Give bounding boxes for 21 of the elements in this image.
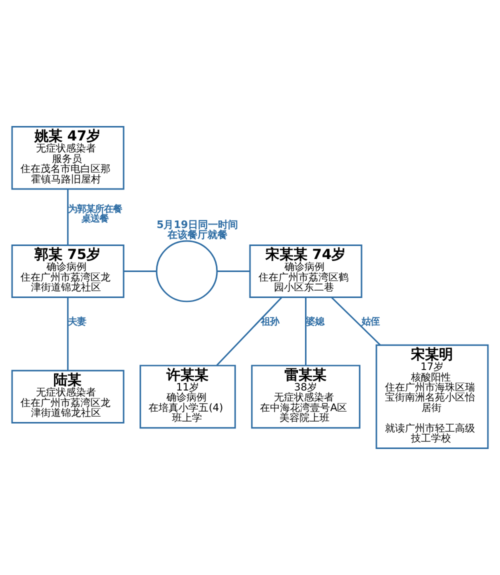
node-box: 姚某 47岁 无症状感染者 服务员 住在茂名市电白区那霍镇马路旧屋村 xyxy=(11,126,124,190)
edge-label: 婆媳 xyxy=(306,316,324,328)
connector xyxy=(217,270,250,272)
edge-label: 姑侄 xyxy=(362,316,380,328)
connector xyxy=(67,189,69,246)
connector xyxy=(67,297,69,370)
connector xyxy=(331,296,381,346)
edge-label: 祖孙 xyxy=(261,316,280,328)
connector xyxy=(216,296,282,366)
node-box: 雷某某 38岁 无症状感染者 在中海花湾壹号A区美容院上班 xyxy=(251,364,360,429)
edge-label: 夫妻 xyxy=(68,316,86,328)
node-label: 5月19日同一时间在该餐厅就餐 xyxy=(156,220,238,242)
node-box: 宋某明 17岁 核酸阳性 住在广州市海珠区瑞宝街南洲名苑小区怡居街 就读广州市轻工高级技工学校 xyxy=(376,344,489,450)
edge-label: 为郭某所在餐桌送餐 xyxy=(68,204,122,225)
node-box: 郭某 75岁 确诊病例 住在广州市荔湾区龙津街道锦龙社区 xyxy=(11,244,124,298)
connector xyxy=(124,270,156,272)
node-box: 陆某 无症状感染者 住在广州市荔湾区龙津街道锦龙社区 xyxy=(11,370,124,424)
node-box: 宋某某 74岁 确诊病例 住在广州市荔湾区鹤园小区东二巷 xyxy=(249,244,362,298)
node-circle xyxy=(156,240,218,302)
node-box: 许某某 11岁 确诊病例 在培真小学五(4)班上学 xyxy=(140,364,236,429)
connector xyxy=(305,297,306,366)
